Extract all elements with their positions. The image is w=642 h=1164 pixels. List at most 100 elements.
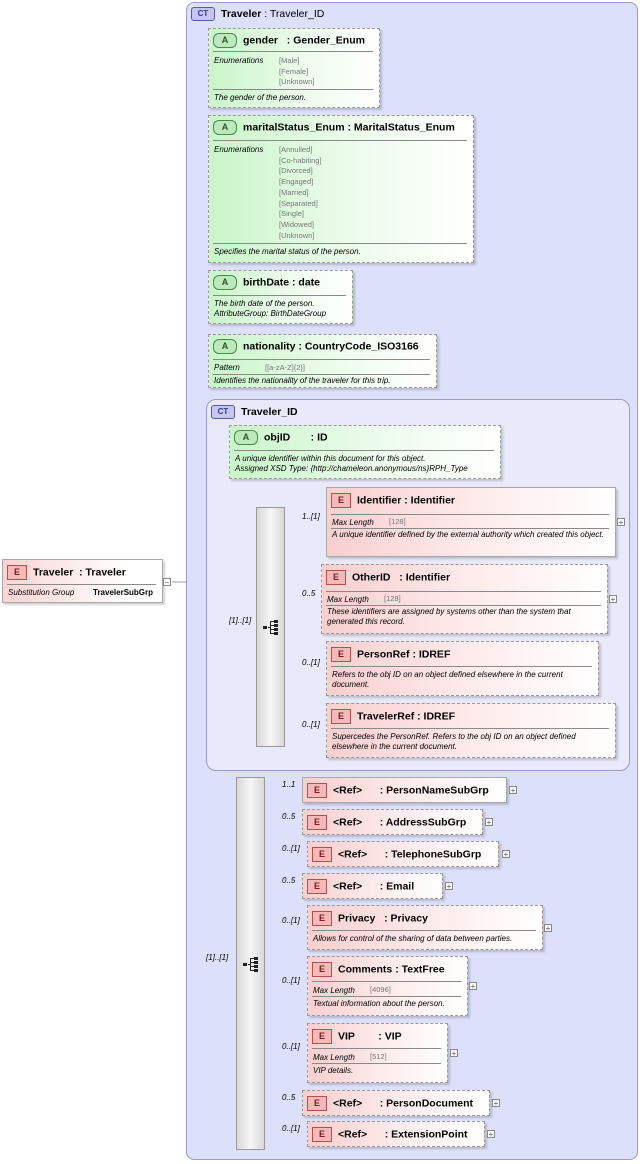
substitution-group-label: Substitution Group — [8, 588, 75, 597]
attribute-type: : CountryCode_ISO3166 — [298, 340, 419, 353]
attribute-type: : MaritalStatus_Enum — [347, 121, 455, 134]
facet-label: Max Length — [313, 1053, 355, 1062]
element-type: : Identifier — [399, 571, 451, 584]
attribute-group-note: AttributeGroup: BirthDateGroup — [214, 309, 327, 318]
root-element-name: Traveler — [33, 566, 74, 579]
element-badge: E — [312, 1127, 332, 1142]
documentation: VIP details. — [313, 1066, 354, 1075]
facet-value: [Co-habiting] — [279, 155, 322, 165]
expand-button[interactable]: + — [544, 924, 552, 933]
expand-button[interactable]: + — [445, 882, 453, 891]
facet-label: Enumerations — [214, 145, 264, 154]
element-badge: E — [7, 565, 27, 580]
documentation: A unique identifier defined by the exter… — [332, 530, 604, 539]
expand-button[interactable]: + — [502, 850, 510, 859]
cardinality-label: 0..[1] — [282, 1124, 300, 1133]
attribute-badge: A — [213, 120, 237, 135]
element-name: VIP — [338, 1030, 355, 1043]
expand-button[interactable]: + — [485, 818, 493, 827]
element-name: Comments — [338, 963, 393, 976]
element-person-name-ref[interactable]: E<Ref> : PersonNameSubGrp — [302, 777, 507, 803]
sequence-icon — [243, 957, 258, 972]
cardinality-label: 0..5 — [282, 812, 296, 821]
element-person-document-ref[interactable]: E<Ref> : PersonDocument — [302, 1090, 490, 1116]
root-element-type: : Traveler — [79, 566, 126, 579]
attribute-type: : date — [292, 276, 321, 289]
facet-value: [[a-zA-Z]{2}] — [265, 363, 306, 372]
element-email-ref[interactable]: E<Ref> : Email — [302, 873, 443, 899]
attribute-name: nationality — [243, 340, 296, 353]
complex-type-badge: CT — [191, 7, 215, 21]
element-type: : ExtensionPoint — [384, 1128, 468, 1141]
documentation: The birth date of the person. — [214, 299, 315, 308]
element-name: PersonRef — [357, 648, 410, 661]
cardinality-label: 0..5 — [302, 589, 316, 598]
facet-label: Enumerations — [214, 56, 264, 65]
element-name: <Ref> — [333, 1097, 363, 1110]
cardinality-label: 0..5 — [282, 1093, 296, 1102]
cardinality-label: 1..[1] — [302, 512, 320, 521]
outer-sequence-compositor[interactable] — [236, 777, 265, 1150]
element-badge: E — [312, 962, 332, 977]
expand-button[interactable]: + — [487, 1130, 495, 1139]
cardinality-label: 0..[1] — [282, 976, 300, 985]
documentation: A unique identifier within this document… — [235, 454, 426, 463]
complex-type-name: Traveler — [221, 7, 262, 20]
element-type: : TelephoneSubGrp — [384, 848, 482, 861]
facet-value: [Female] — [279, 66, 309, 76]
collapse-toggle[interactable]: − — [163, 578, 171, 587]
facet-value: [Unknown] — [279, 77, 315, 87]
attribute-name: birthDate — [243, 276, 290, 289]
expand-button[interactable]: + — [469, 982, 477, 991]
element-type: : PersonNameSubGrp — [379, 784, 489, 797]
attribute-badge: A — [213, 33, 237, 48]
element-extension-point-ref[interactable]: E<Ref> : ExtensionPoint — [307, 1121, 485, 1147]
documentation: Supercedes the PersonRef. Refers to the … — [332, 732, 576, 751]
substitution-group-value: TravelerSubGrp — [93, 588, 154, 597]
element-name: <Ref> — [333, 784, 363, 797]
attribute-name: gender — [243, 34, 279, 47]
element-telephone-ref[interactable]: E<Ref> : TelephoneSubGrp — [307, 841, 499, 867]
element-address-ref[interactable]: E<Ref> : AddressSubGrp — [302, 809, 483, 835]
attribute-type: : ID — [310, 431, 328, 444]
documentation: These identifiers are assigned by system… — [327, 607, 571, 626]
facet-value: [Unknown] — [279, 230, 315, 240]
element-type: : PersonDocument — [379, 1097, 474, 1110]
facet-value: [Married] — [279, 187, 309, 197]
sequence-cardinality: [1]..[1] — [206, 953, 229, 962]
facet-value: [Widowed] — [279, 219, 315, 229]
element-badge: E — [331, 647, 351, 662]
facet-value: [128] — [384, 594, 401, 603]
element-name: TravelerRef — [357, 710, 415, 723]
element-type: : AddressSubGrp — [379, 816, 467, 829]
documentation: Textual information about the person. — [313, 999, 445, 1008]
expand-button[interactable]: + — [492, 1099, 500, 1108]
expand-button[interactable]: + — [509, 786, 517, 795]
facet-value: [Divorced] — [279, 166, 313, 176]
facet-value: [Engaged] — [279, 177, 314, 187]
element-type: : TextFree — [395, 963, 445, 976]
facet-value: [Single] — [279, 209, 305, 219]
facet-label: Pattern — [214, 363, 240, 372]
element-badge: E — [331, 709, 351, 724]
expand-button[interactable]: + — [617, 518, 625, 527]
sequence-compositor[interactable] — [256, 507, 285, 747]
element-name: Identifier — [357, 494, 402, 507]
cardinality-label: 0..[1] — [282, 1042, 300, 1051]
expand-button[interactable]: + — [450, 1049, 458, 1058]
expand-button[interactable]: + — [609, 595, 617, 604]
element-type: : Privacy — [384, 912, 428, 925]
